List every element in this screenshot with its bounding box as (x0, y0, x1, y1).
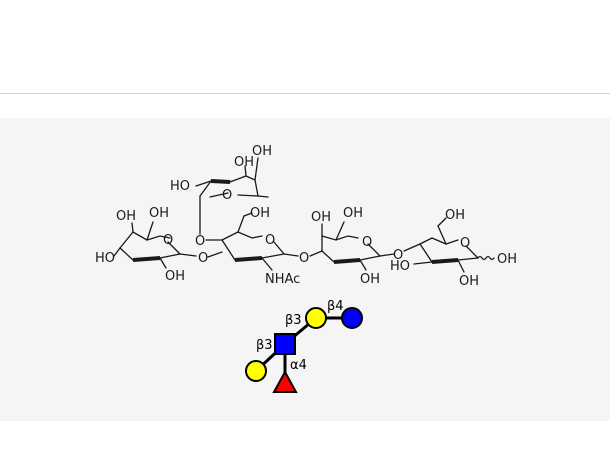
glcnac-link-o-next: O (299, 251, 309, 266)
gal-int-ring-o: O (362, 235, 372, 250)
fuc-ring-o: O (222, 188, 232, 203)
fucose-ring: O OH OH HO (170, 144, 272, 235)
glcnac-nhac: NHAc (265, 272, 300, 287)
glc-ho: HO (390, 259, 410, 274)
linkage-label-beta4: β4 (327, 299, 344, 314)
glcnac-oh: OH (250, 206, 270, 221)
divider (0, 93, 610, 94)
gal-int-oh-a: OH (311, 210, 331, 225)
glcnac-ring: O O O OH NHAc O (195, 206, 309, 287)
linkage-label-alpha4: α4 (290, 358, 307, 373)
linkage-label-beta3-lower: β3 (256, 338, 273, 353)
gal-yellow-circle-icon-2 (245, 360, 267, 382)
glcnac-blue-square-icon (274, 333, 296, 355)
glc-oh-anomeric: OH (497, 252, 517, 267)
structure-panel (0, 118, 610, 421)
glcnac-ring-o: O (265, 233, 275, 248)
gal-yellow-circle-icon (305, 307, 327, 329)
fuc-red-triangle-icon (272, 369, 298, 393)
glc-ring-o: O (460, 236, 470, 251)
snfg-cartoon: β4 β3 β3 α4 (245, 299, 363, 393)
top-blank-area (0, 0, 610, 93)
fuc-oh-mid: OH (234, 155, 254, 170)
glc-blue-circle-icon (341, 307, 363, 329)
glcnac-link-o-gal: O (198, 251, 208, 266)
linkage-label-beta3-upper: β3 (285, 313, 302, 328)
gal-term-ho: HO (95, 251, 115, 266)
glc-oh-top: OH (445, 208, 465, 223)
gal-int-link-o-next: O (393, 248, 403, 263)
gal-int-oh-bottom: OH (360, 272, 380, 287)
gal-term-ring-o: O (163, 233, 173, 248)
gal-term-oh-b: OH (149, 206, 169, 221)
gal-term-oh-a: OH (116, 209, 136, 224)
gal-internal-ring: O OH OH OH O (309, 206, 403, 287)
glc-reducing-ring: O OH HO OH OH (390, 208, 517, 289)
glcnac-link-o-fuc: O (195, 234, 205, 249)
gal-int-oh-b: OH (343, 206, 363, 221)
gal-terminal-ring: O OH OH HO OH (95, 206, 197, 284)
gal-term-oh-bottom: OH (165, 269, 185, 284)
fuc-ho-left: HO (170, 179, 190, 194)
fuc-oh-top: OH (252, 144, 272, 159)
glc-oh-bottom: OH (459, 274, 479, 289)
